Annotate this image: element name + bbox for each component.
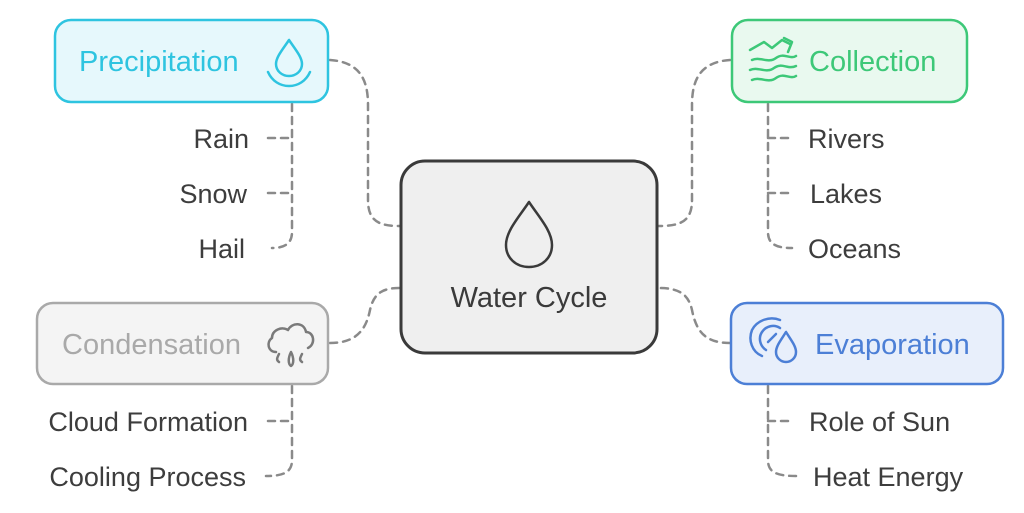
list-item: Cloud Formation (48, 407, 248, 437)
center-label: Water Cycle (451, 282, 608, 314)
condensation-item-connectors (264, 384, 294, 478)
collection-node: Collection (730, 18, 969, 104)
list-item: Cooling Process (49, 462, 246, 492)
center-node: Water Cycle (399, 159, 659, 355)
precipitation-items: Rain Snow Hail (179, 124, 249, 264)
list-item: Lakes (810, 179, 882, 209)
evaporation-item-connectors (766, 384, 798, 478)
precipitation-item-connectors (266, 102, 294, 250)
collection-label: Collection (809, 46, 936, 78)
water-drop-icon (504, 200, 554, 269)
precipitation-label: Precipitation (79, 46, 239, 78)
list-item: Role of Sun (809, 407, 950, 437)
condensation-items: Cloud Formation Cooling Process (48, 407, 248, 492)
connector-condensation (328, 286, 402, 345)
list-item: Rivers (808, 124, 885, 154)
evaporation-label: Evaporation (815, 329, 970, 361)
connector-evaporation (656, 286, 732, 345)
list-item: Snow (179, 179, 247, 209)
list-item: Rain (193, 124, 249, 154)
condensation-node: Condensation (35, 301, 330, 386)
precipitation-node: Precipitation (53, 18, 330, 104)
evaporation-items: Role of Sun Heat Energy (809, 407, 964, 492)
collection-item-connectors (766, 102, 794, 250)
collection-items: Rivers Lakes Oceans (808, 124, 901, 264)
cloud-rain-icon (267, 323, 315, 368)
condensation-label: Condensation (62, 329, 241, 361)
connector-collection (656, 58, 732, 228)
list-item: Heat Energy (813, 462, 964, 492)
evaporation-node: Evaporation (729, 301, 1005, 386)
landscape-water-icon (748, 36, 798, 82)
list-item: Hail (198, 234, 245, 264)
list-item: Oceans (808, 234, 901, 264)
connector-precipitation (328, 58, 402, 228)
water-drop-icon (266, 38, 312, 88)
gauge-drop-icon (749, 317, 798, 364)
